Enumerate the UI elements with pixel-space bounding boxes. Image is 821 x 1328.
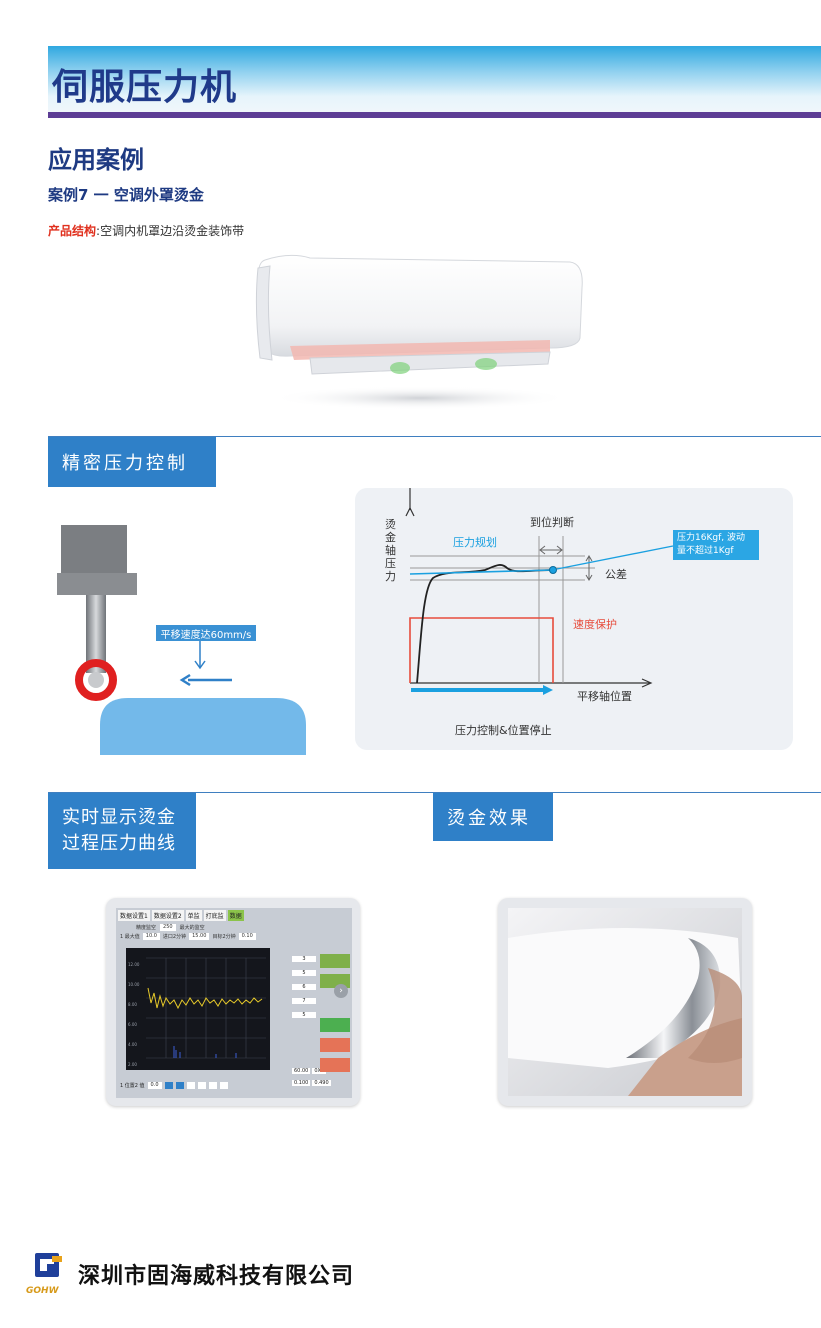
product-structure-text: 空调内机罩边沿烫金装饰带 <box>100 224 245 238</box>
chevron-right-icon[interactable]: › <box>334 984 348 998</box>
screen-cell: 0.0 <box>147 1082 162 1089</box>
screen-side-value: 0.490 <box>312 1080 331 1086</box>
section-divider <box>48 436 821 437</box>
screen-side-value: 0.100 <box>292 1080 311 1086</box>
screen-photo-card: 数据设置1 数据设置2 单监 打底监 数据 精度监空 250 最大的监空 1 最… <box>106 898 360 1106</box>
chart-callout: 压力16Kgf, 波动 量不超过1Kgf <box>673 530 759 560</box>
screen-cell: 15.00 <box>189 933 210 940</box>
chart-y-label-char: 压 <box>385 557 396 570</box>
pressure-chart-card: 烫 金 轴 压 力 到位判断 压力规划 公差 速度保护 平移轴位置 压力控制&位… <box>355 488 793 750</box>
company-brand: GOHW <box>26 1286 59 1296</box>
controller-screen: 数据设置1 数据设置2 单监 打底监 数据 精度监空 250 最大的监空 1 最… <box>116 908 352 1098</box>
effect-photo <box>508 908 742 1096</box>
pause-icon[interactable] <box>175 1082 184 1089</box>
screen-row: 1 最大值 10.0 进口2分钟 15.00 目标2分钟 0.10 <box>116 932 352 941</box>
screen-axis-value: 4.00 <box>128 1042 137 1047</box>
screen-cell: 1 位置2 值 <box>120 1083 145 1089</box>
screen-axis-value: 6.00 <box>128 1022 137 1027</box>
screen-button[interactable] <box>320 954 350 968</box>
label-arrive-judge: 到位判断 <box>530 516 574 529</box>
screen-button[interactable] <box>320 1038 350 1052</box>
header-underline <box>48 112 821 118</box>
play-icon[interactable] <box>164 1082 173 1089</box>
chart-callout-line: 量不超过1Kgf <box>677 546 734 556</box>
screen-side-value: 7 <box>292 998 316 1004</box>
zoom-icon[interactable] <box>219 1082 228 1089</box>
screen-side-values: 3 5 6 7 5 <box>292 956 316 1026</box>
chart-caption: 压力控制&位置停止 <box>455 724 552 737</box>
label-tolerance: 公差 <box>605 568 627 581</box>
page-title: 伺服压力机 <box>52 67 238 108</box>
section-precision-header: 精密压力控制 <box>48 437 216 487</box>
product-structure-separator: : <box>96 224 101 238</box>
screen-cell: 精度监空 <box>136 925 157 931</box>
screen-cell: 最大的监空 <box>179 925 205 931</box>
chart-x-label: 平移轴位置 <box>577 690 632 703</box>
chart-y-label-char: 轴 <box>385 544 396 557</box>
section-realtime-line: 过程压力曲线 <box>62 833 176 854</box>
screen-button[interactable] <box>320 1058 350 1072</box>
screen-tab-bar: 数据设置1 数据设置2 单监 打底监 数据 <box>116 908 352 923</box>
product-structure: 产品结构:空调内机罩边沿烫金装饰带 <box>48 222 244 239</box>
speed-label: 平移速度达60mm/s <box>156 625 256 641</box>
screen-side-value: 3 <box>292 956 316 962</box>
arrow-icon[interactable] <box>186 1082 195 1089</box>
screen-cell: 1 最大值 <box>120 934 140 940</box>
arrow-icon[interactable] <box>197 1082 206 1089</box>
screen-axis-labels: 12.00 10.00 8.00 6.00 4.00 2.00 <box>128 955 139 1075</box>
screen-bottom-bar: 1 位置2 值 0.0 <box>120 1082 228 1089</box>
press-head-diagram <box>48 520 318 755</box>
screen-side-bottom: 0.100 0.490 <box>292 1080 331 1086</box>
screen-cell: 250 <box>160 924 176 931</box>
screen-side-value: 0X3 <box>312 1068 327 1074</box>
label-speed-protect: 速度保护 <box>573 618 617 631</box>
section-divider <box>48 792 821 793</box>
screen-tab[interactable]: 打底监 <box>203 910 226 921</box>
case-heading: 案例7 一 空调外罩烫金 <box>48 186 204 204</box>
company-logo-icon <box>34 1252 64 1280</box>
screen-axis-value: 2.00 <box>128 1062 137 1067</box>
chart-y-label-char: 烫 <box>385 518 396 531</box>
screen-cell: 目标2分钟 <box>212 934 236 940</box>
screen-tab[interactable]: 数据 <box>227 910 244 921</box>
chart-y-label: 烫 金 轴 压 力 <box>385 518 399 583</box>
label-pressure-plan: 压力规划 <box>453 536 497 549</box>
screen-side-bottom: 60.00 0X3 <box>292 1068 327 1074</box>
company-name: 深圳市固海威科技有限公司 <box>78 1263 355 1289</box>
screen-tab[interactable]: 单监 <box>185 910 202 921</box>
screen-button[interactable] <box>320 1018 350 1032</box>
screen-pressure-plot: 12.00 10.00 8.00 6.00 4.00 2.00 <box>126 948 270 1070</box>
effect-photo-card <box>498 898 752 1106</box>
screen-side-value: 6 <box>292 984 316 990</box>
screen-cell: 进口2分钟 <box>162 934 187 940</box>
screen-cell: 0.10 <box>238 933 256 940</box>
pressure-chart <box>405 488 674 695</box>
product-structure-label: 产品结构 <box>48 224 97 238</box>
section-realtime-line: 实时显示烫金 <box>62 807 176 828</box>
screen-tab[interactable]: 数据设置1 <box>118 910 150 921</box>
screen-cell: 10.0 <box>142 933 160 940</box>
screen-right-buttons <box>320 954 350 1074</box>
section-realtime-header: 实时显示烫金 过程压力曲线 <box>48 793 196 869</box>
section-effect-header: 烫金效果 <box>433 793 553 841</box>
screen-side-value: 60.00 <box>292 1068 311 1074</box>
screen-side-value: 5 <box>292 970 316 976</box>
chart-y-label-char: 力 <box>385 570 396 583</box>
chart-callout-line: 压力16Kgf, 波动 <box>677 533 745 543</box>
screen-axis-value: 8.00 <box>128 1002 137 1007</box>
screen-axis-value: 12.00 <box>128 962 140 967</box>
chart-y-label-char: 金 <box>385 531 396 544</box>
header-banner <box>48 46 821 118</box>
screen-side-value: 5 <box>292 1012 316 1018</box>
air-conditioner-image <box>250 248 590 413</box>
zoom-icon[interactable] <box>208 1082 217 1089</box>
screen-axis-value: 10.00 <box>128 982 140 987</box>
screen-tab[interactable]: 数据设置2 <box>151 910 184 921</box>
section-heading: 应用案例 <box>48 146 144 174</box>
screen-row: 精度监空 250 最大的监空 <box>116 923 352 932</box>
